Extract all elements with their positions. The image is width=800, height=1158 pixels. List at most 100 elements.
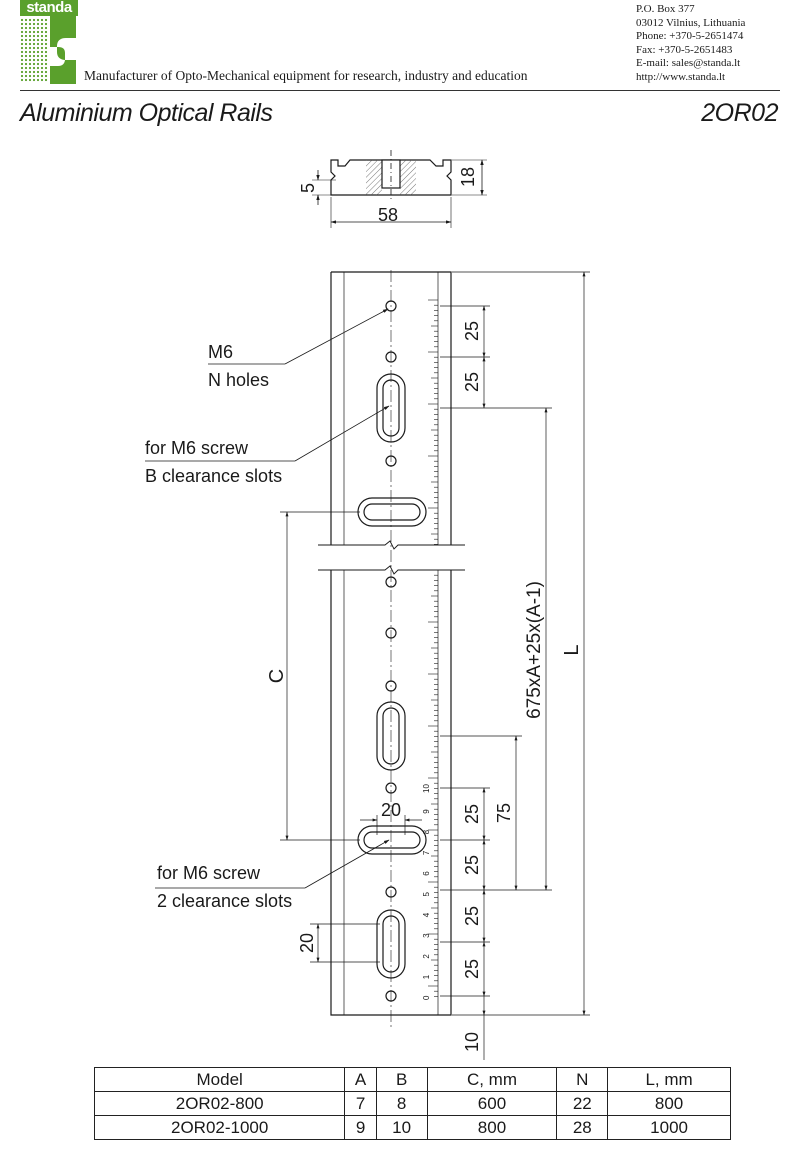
logo-dot	[36, 38, 40, 42]
logo-dot	[24, 34, 28, 38]
logo-dot	[28, 42, 32, 46]
ruler-number: 2	[422, 954, 431, 959]
logo-dot	[24, 46, 28, 50]
dim-C: C	[266, 669, 288, 683]
logo-dot	[20, 66, 24, 70]
col-c: C, mm	[426, 1067, 558, 1092]
contact-email[interactable]: E-mail: sales@standa.lt	[636, 57, 741, 70]
logo-dot	[32, 42, 36, 46]
product-code: 2OR02	[701, 99, 778, 127]
logo-dot	[44, 50, 48, 54]
logo-dot	[32, 26, 36, 30]
cell: 600	[426, 1091, 558, 1116]
dimension-lines	[280, 271, 590, 1060]
logo-dot	[24, 54, 28, 58]
contact-line: Fax: +370-5-2651483	[636, 43, 733, 56]
logo-dot	[44, 54, 48, 58]
logo-dot	[44, 38, 48, 42]
logo-dot	[28, 26, 32, 30]
contact-line: P.O. Box 377	[636, 3, 695, 15]
logo-dot	[36, 50, 40, 54]
logo-dot	[28, 54, 32, 58]
logo-dot	[28, 74, 32, 78]
table-row: 2OR02-800 7 8 600 22 800	[93, 1091, 731, 1116]
slot-b-label-line2: B clearance slots	[145, 466, 282, 486]
logo-dot	[28, 70, 32, 74]
slot-2-label-line1: for M6 screw	[157, 863, 261, 883]
cell: 1000	[607, 1115, 731, 1140]
logo-dot	[28, 62, 32, 66]
cell: 28	[556, 1115, 609, 1140]
logo-dot	[32, 22, 36, 26]
dim-75: 75	[494, 803, 514, 823]
logo-dot	[32, 34, 36, 38]
cell: 7	[344, 1091, 377, 1116]
logo-dot	[40, 50, 44, 54]
logo-dot	[20, 22, 24, 26]
ruler-number: 0	[422, 995, 431, 1000]
logo-wordmark: standa	[20, 0, 78, 16]
dim-25-bottom3: 25	[462, 906, 482, 926]
logo-dot	[44, 42, 48, 46]
contact-website[interactable]: http://www.standa.lt	[636, 70, 726, 83]
rail-profile	[312, 150, 487, 228]
logo-dot	[40, 42, 44, 46]
logo-dot	[20, 74, 24, 78]
logo-dot	[36, 46, 40, 50]
spec-table: Model A B C, mm N L, mm 2OR02-800 7 8 60…	[93, 1067, 731, 1140]
header-divider	[20, 90, 780, 91]
logo-dot	[44, 70, 48, 74]
ruler-number: 9	[422, 809, 431, 814]
logo-dot	[20, 18, 24, 22]
cell: 9	[344, 1115, 377, 1140]
dim-25-top2: 25	[462, 372, 482, 392]
logo-dot	[40, 78, 44, 82]
ruler-scale	[428, 299, 438, 997]
logo-dot	[32, 58, 36, 62]
logo-dot	[36, 22, 40, 26]
logo-dot	[32, 30, 36, 34]
logo-dot	[36, 58, 40, 62]
dim-profile-width: 58	[378, 205, 398, 225]
logo-dot	[40, 66, 44, 70]
logo-dot	[24, 74, 28, 78]
logo-dot	[44, 18, 48, 22]
logo-dot	[40, 34, 44, 38]
ruler-number: 7	[422, 850, 431, 855]
contact-block: P.O. Box 377 03012 Vilnius, Lithuania Ph…	[636, 3, 745, 85]
logo-dot	[40, 54, 44, 58]
logo-dot	[44, 74, 48, 78]
table-row: 2OR02-1000 9 10 800 28 1000	[93, 1115, 731, 1140]
logo-dot	[36, 54, 40, 58]
logo-dot	[32, 18, 36, 22]
cell: 22	[556, 1091, 609, 1116]
logo-dot	[20, 78, 24, 82]
logo-dot	[20, 62, 24, 66]
logo-dot	[32, 50, 36, 54]
logo-dot	[36, 34, 40, 38]
logo-dot	[40, 26, 44, 30]
col-b: B	[375, 1067, 428, 1092]
logo-dot	[28, 38, 32, 42]
logo-dot	[40, 46, 44, 50]
logo-dot	[28, 50, 32, 54]
logo-dot	[32, 54, 36, 58]
cell: 2OR02-800	[93, 1091, 346, 1116]
logo-dot	[28, 18, 32, 22]
logo-dot	[44, 66, 48, 70]
logo-dot	[24, 70, 28, 74]
technical-drawing: 58 18 5 M6 N holes for M6 screw B cleara…	[145, 150, 590, 1060]
logo-dot	[24, 58, 28, 62]
rail-top-view	[318, 270, 465, 1030]
logo-dot	[32, 74, 36, 78]
cell: 800	[607, 1091, 731, 1116]
slot-2-label-line2: 2 clearance slots	[157, 891, 292, 911]
logo-dot	[20, 34, 24, 38]
logo-dot	[20, 58, 24, 62]
logo-dot	[32, 38, 36, 42]
logo-dot	[32, 70, 36, 74]
logo-dot	[40, 74, 44, 78]
ruler-number: 1	[422, 974, 431, 979]
dim-10: 10	[462, 1032, 482, 1052]
logo-dot	[36, 30, 40, 34]
